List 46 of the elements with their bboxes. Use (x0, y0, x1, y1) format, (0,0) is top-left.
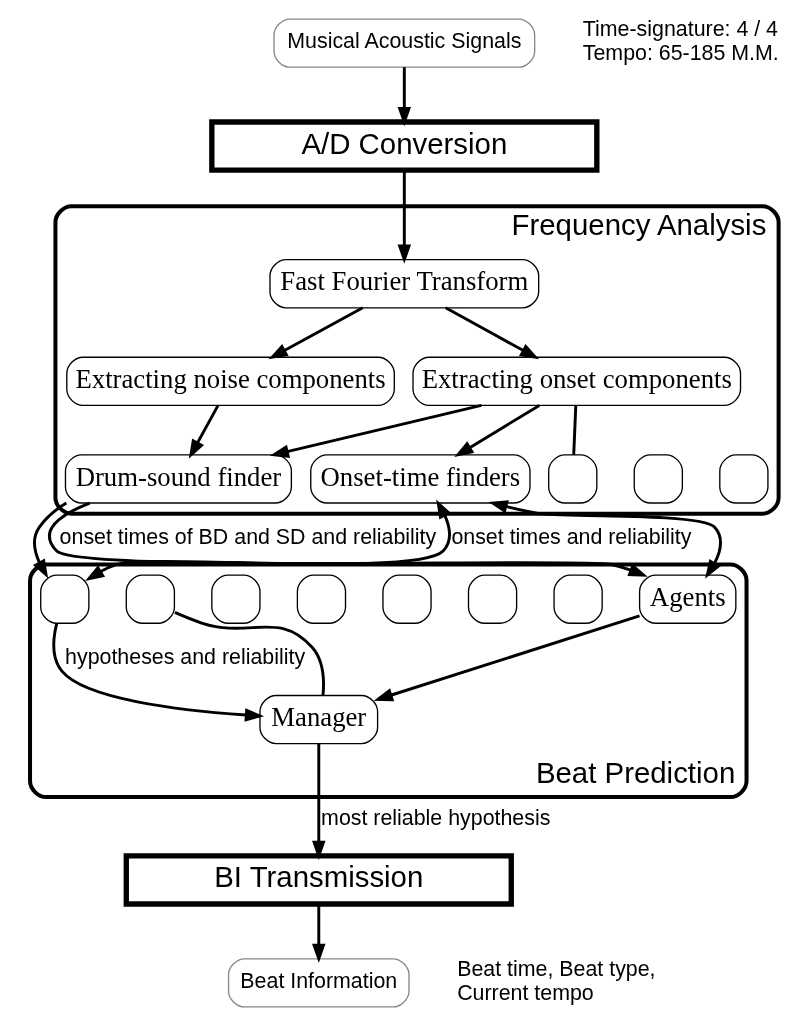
node-label: Time-signature: 4 / 4 (582, 17, 778, 42)
edge-label: most reliable hypothesis (320, 805, 550, 830)
node-box: Onset-time finders (309, 454, 531, 504)
node-box: Extracting noise components (65, 356, 395, 407)
node-box (125, 574, 175, 624)
arrow (51, 623, 264, 722)
arrow (188, 404, 219, 459)
node-box (296, 574, 346, 624)
arrow (373, 614, 640, 702)
node-box (467, 574, 517, 624)
node-box: BI Transmission (123, 853, 514, 907)
arrow (453, 404, 540, 457)
edge-label: hypotheses and reliability (64, 645, 305, 670)
node-label: Current tempo (456, 980, 594, 1005)
connector (571, 405, 577, 455)
node-box (552, 574, 603, 624)
edge-label: onset times and reliability (450, 525, 691, 550)
node-box (633, 454, 683, 504)
connector (173, 611, 325, 696)
arrow (311, 904, 326, 963)
node-box (718, 454, 769, 504)
arrow (268, 306, 363, 360)
arrow (444, 306, 539, 360)
node-box: Beat Information (227, 958, 410, 1008)
arrow (397, 170, 411, 264)
arrow (488, 500, 722, 579)
node-label: Beat time, Beat type, (456, 956, 656, 981)
node-box: Musical Acoustic Signals (272, 18, 535, 68)
arrow (269, 403, 482, 458)
node-box: Drum-sound finder (64, 454, 292, 504)
arrow (32, 501, 67, 579)
arrow (311, 743, 326, 861)
node-label: Tempo: 65-185 M.M. (582, 41, 779, 66)
node-box: Agents (638, 574, 736, 624)
edge-label: onset times of BD and SD and reliability (59, 525, 436, 550)
node-box (39, 574, 90, 624)
node-box: Extracting onset components (411, 356, 741, 407)
node-box (381, 574, 432, 624)
arrow (397, 67, 411, 127)
arrow (84, 499, 451, 581)
arrow (47, 501, 648, 577)
node-box: Fast Fourier Transform (268, 259, 539, 309)
node-box: Manager (258, 694, 378, 745)
node-box: A/D Conversion (208, 119, 599, 173)
node-box (547, 454, 597, 504)
node-box (210, 574, 261, 624)
